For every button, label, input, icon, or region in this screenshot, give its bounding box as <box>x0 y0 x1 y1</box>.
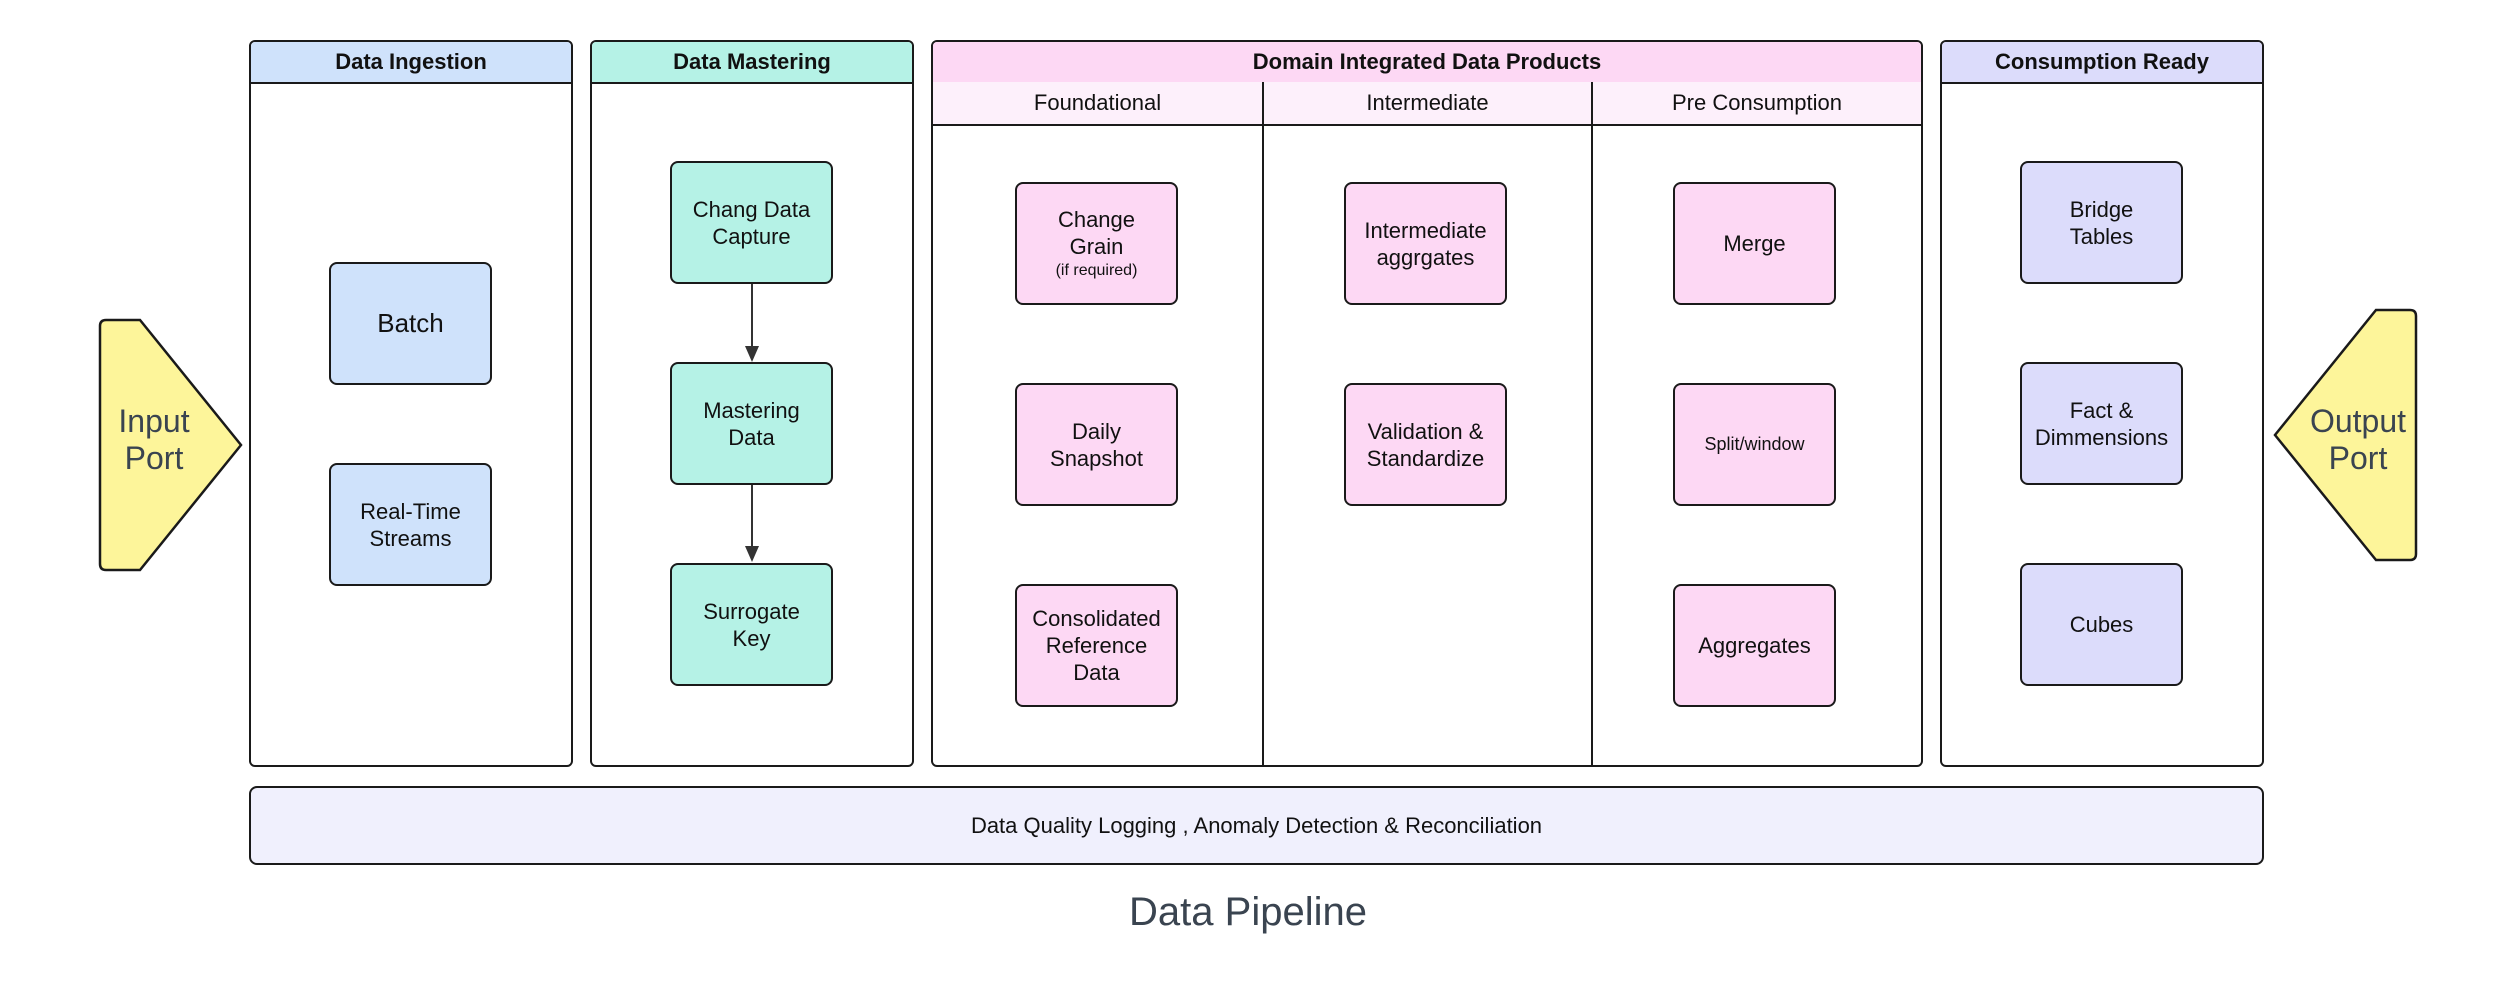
domain-divider-1 <box>1262 82 1264 765</box>
foundational-node-daily-snapshot: Daily Snapshot <box>1015 383 1178 506</box>
input-port-shape <box>98 318 243 572</box>
input-port-line2: Port <box>124 440 184 476</box>
mastering-node-mastering-data: Mastering Data <box>670 362 833 485</box>
intermediate-node-aggregates: Intermediate aggrgates <box>1344 182 1507 305</box>
input-port-line1: Input <box>118 403 190 439</box>
consumption-node-bridge-tables: Bridge Tables <box>2020 161 2183 284</box>
intermediate-node-validation: Validation & Standardize <box>1344 383 1507 506</box>
subheader-foundational: Foundational <box>933 82 1262 126</box>
ingestion-column: Data Ingestion <box>249 40 573 767</box>
output-port-line1: Output <box>2309 403 2407 439</box>
output-port-line2: Port <box>2328 440 2388 476</box>
preconsumption-node-split-window: Split/window <box>1673 383 1836 506</box>
change-grain-note: (if required) <box>1055 261 1138 279</box>
preconsumption-node-aggregates: Aggregates <box>1673 584 1836 707</box>
mastering-node-cdc: Chang Data Capture <box>670 161 833 284</box>
mastering-arrows <box>745 284 759 562</box>
subheader-intermediate: Intermediate <box>1264 82 1591 126</box>
preconsumption-node-merge: Merge <box>1673 182 1836 305</box>
consumption-node-cubes: Cubes <box>2020 563 2183 686</box>
domain-divider-2 <box>1591 82 1593 765</box>
input-port-label: Input Port <box>100 403 208 477</box>
ingestion-node-batch: Batch <box>329 262 492 385</box>
output-port-label: Output Port <box>2298 403 2418 477</box>
arrowhead-mastering-to-surrogate <box>745 546 759 562</box>
foundational-node-consolidated: Consolidated Reference Data <box>1015 584 1178 707</box>
consumption-node-fact-dimensions: Fact & Dimmensions <box>2020 362 2183 485</box>
data-quality-bar: Data Quality Logging , Anomaly Detection… <box>249 786 2264 865</box>
subheader-pre-consumption: Pre Consumption <box>1593 82 1921 126</box>
domain-header: Domain Integrated Data Products <box>933 42 1921 84</box>
output-port-shape <box>2273 308 2418 562</box>
ingestion-header: Data Ingestion <box>251 42 571 84</box>
consumption-header: Consumption Ready <box>1942 42 2262 84</box>
mastering-node-surrogate-key: Surrogate Key <box>670 563 833 686</box>
mastering-header: Data Mastering <box>592 42 912 84</box>
arrowhead-cdc-to-mastering <box>745 346 759 362</box>
foundational-node-change-grain: Change Grain (if required) <box>1015 182 1178 305</box>
ingestion-node-realtime: Real-Time Streams <box>329 463 492 586</box>
pipeline-title: Data Pipeline <box>1129 890 1367 934</box>
